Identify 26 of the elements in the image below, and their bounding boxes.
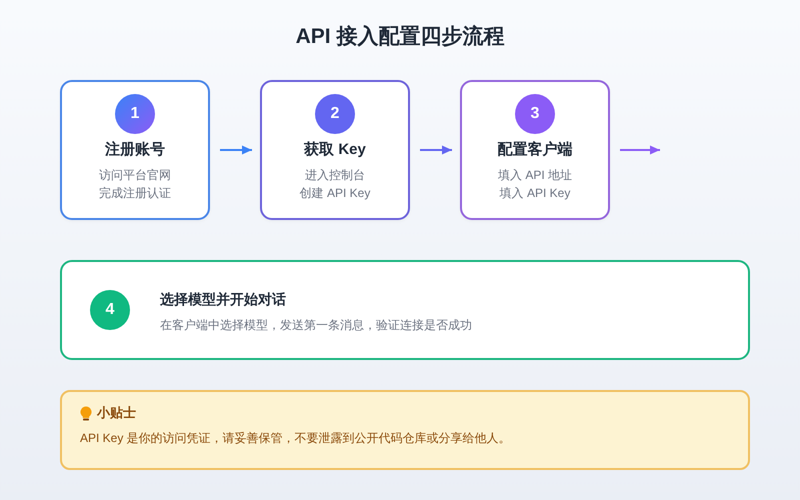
step-card <box>60 260 750 360</box>
arrow <box>220 146 252 154</box>
step-card <box>460 80 610 220</box>
step-description: 访问平台官网 <box>99 167 171 184</box>
step-card <box>260 80 410 220</box>
step-number: 2 <box>315 94 355 134</box>
step-title: 注册账号 <box>105 140 165 160</box>
step-description: 进入控制台 <box>305 167 365 184</box>
step-title: 选择模型并开始对话 <box>160 290 286 309</box>
step-description: 在客户端中选择模型，发送第一条消息，验证连接是否成功 <box>160 317 472 334</box>
step-title: 配置客户端 <box>498 140 572 160</box>
arrow <box>420 146 452 154</box>
step-description: 填入 API Key <box>500 185 570 202</box>
tip-title: 小贴士 <box>97 404 136 422</box>
tip-panel <box>60 390 750 470</box>
step-description: 填入 API 地址 <box>498 167 572 184</box>
step-description: 创建 API Key <box>300 185 370 202</box>
step-number: 4 <box>90 290 130 330</box>
step-number: 1 <box>115 94 155 134</box>
tip-text: API Key 是你的访问凭证，请妥善保管，不要泄露到公开代码仓库或分享给他人。 <box>80 430 511 447</box>
arrow <box>620 146 660 154</box>
diagram-title: API 接入配置四步流程 <box>296 24 504 50</box>
step-title: 获取 Key <box>304 140 366 160</box>
step-card <box>60 80 210 220</box>
step-number: 3 <box>515 94 555 134</box>
step-description: 完成注册认证 <box>99 185 171 202</box>
